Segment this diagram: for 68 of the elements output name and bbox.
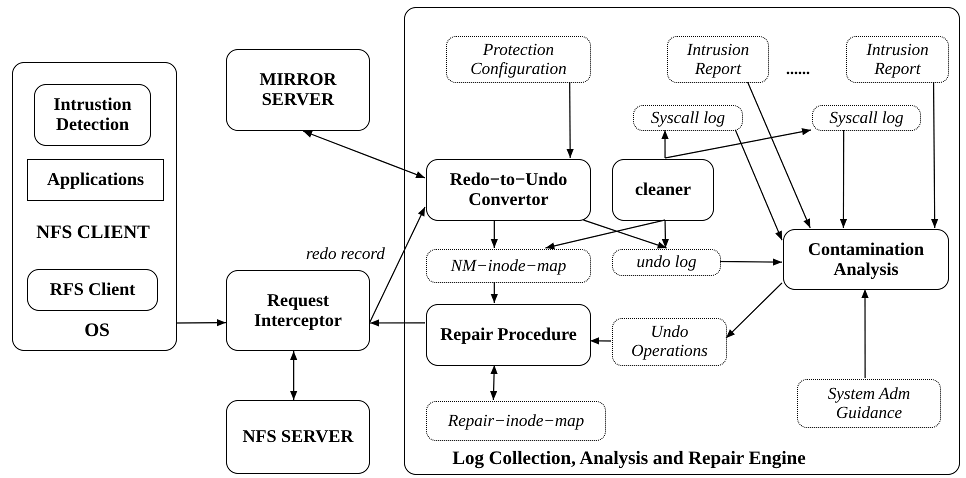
process-box [426, 159, 591, 221]
arrow [662, 220, 669, 248]
data-box [446, 36, 591, 83]
arrow [490, 282, 498, 303]
panel [12, 62, 177, 351]
arrow [840, 130, 848, 228]
data-box [812, 105, 921, 131]
arrow [583, 219, 667, 249]
panel-label: NFS CLIENT [36, 223, 150, 244]
node-label: cleaner [634, 180, 692, 200]
process-box [27, 269, 158, 311]
process-box [226, 49, 370, 131]
node-label: Contamination Analysis [806, 240, 925, 280]
data-box [612, 249, 721, 276]
arrow [747, 82, 811, 228]
arrow [566, 82, 574, 158]
arrow [545, 219, 666, 250]
process-box [426, 304, 591, 366]
arrow [726, 282, 782, 339]
arrow [661, 130, 669, 158]
arrow [490, 220, 498, 248]
arrow [290, 351, 298, 400]
arrow [861, 289, 869, 378]
node-label: MIRROR SERVER [258, 70, 338, 110]
arrow [664, 128, 812, 159]
node-label: Intrusion Report [686, 40, 750, 78]
node-label: NM−inode−map [450, 256, 568, 276]
arrow [931, 82, 938, 228]
process-box [783, 229, 949, 290]
data-box [633, 105, 743, 131]
process-box [612, 159, 714, 221]
node-label: Undo Operations [630, 323, 709, 361]
arrow [734, 130, 783, 240]
node-label: undo log [636, 253, 698, 272]
node-label: Repair Procedure [439, 325, 578, 345]
module-box [27, 159, 164, 201]
data-box [612, 318, 727, 366]
node-label: Intrusion Report [865, 40, 930, 78]
arrow [720, 258, 782, 266]
data-box [846, 36, 949, 83]
node-label: Request Interceptor [253, 290, 343, 330]
data-box [426, 401, 606, 441]
panel-label: OS [84, 321, 110, 342]
arrow [302, 130, 426, 178]
node-label: Redo−to−Undo Convertor [448, 170, 568, 210]
process-box [226, 400, 370, 474]
node-label: Protection Configuration [469, 40, 568, 78]
arrow [177, 319, 226, 326]
process-box [34, 84, 151, 146]
node-label: Syscall log [828, 108, 905, 128]
arrow [369, 206, 426, 322]
arrow [370, 319, 425, 327]
panel-label: Log Collection, Analysis and Repair Engine [452, 449, 806, 470]
data-box [667, 36, 769, 83]
node-label: RFS Client [48, 280, 136, 300]
data-box [426, 249, 591, 283]
panel [404, 7, 960, 475]
arrow [590, 337, 611, 344]
ellipsis-label: ...... [786, 62, 810, 78]
node-label: Syscall log [650, 108, 726, 128]
node-label: Intrustion Detection [52, 95, 133, 135]
node-label: NFS SERVER [242, 427, 355, 447]
node-label: System Adm Guidance [826, 384, 912, 422]
process-box [226, 270, 370, 351]
node-label: Applications [46, 170, 146, 190]
node-label: Repair−inode−map [446, 412, 586, 430]
data-box [797, 379, 941, 428]
arrow [490, 364, 498, 400]
